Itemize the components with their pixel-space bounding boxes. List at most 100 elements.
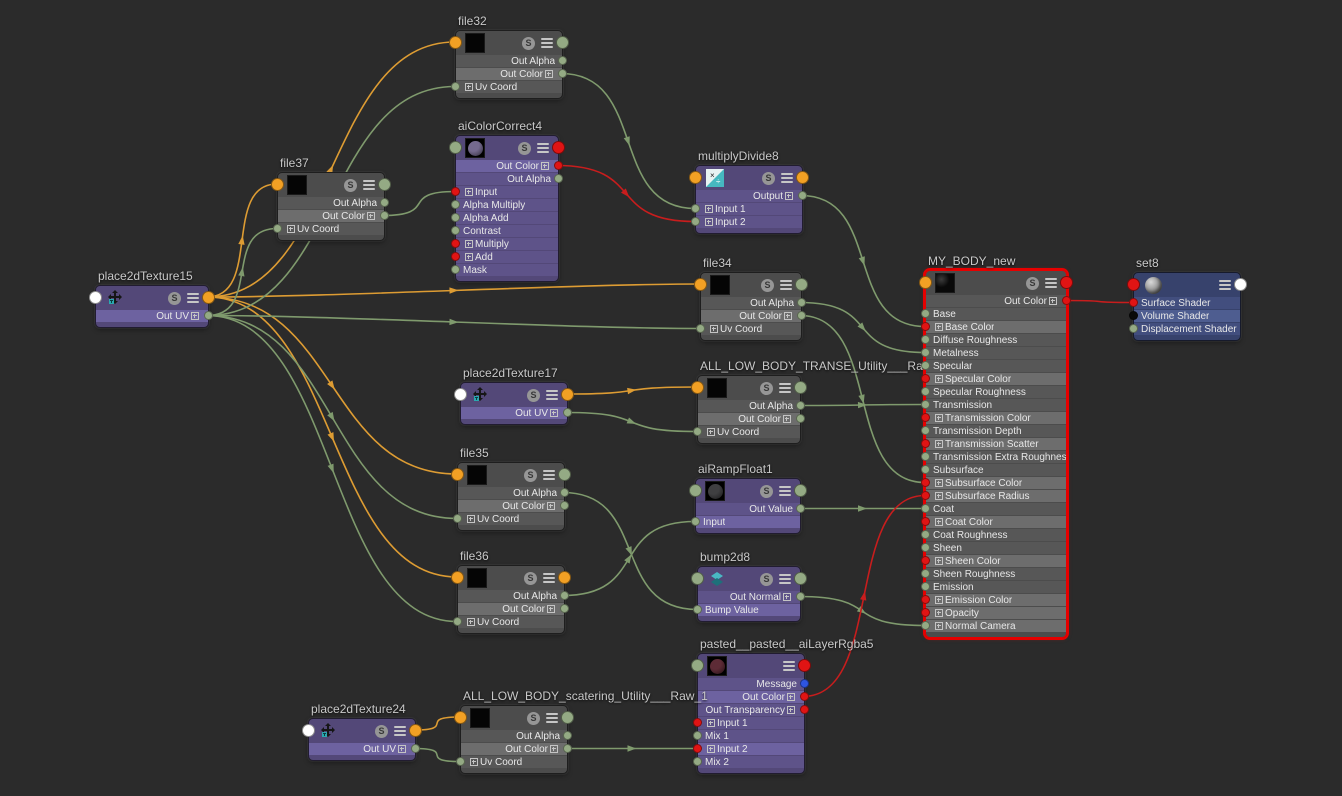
attr-row-uv-coord[interactable]: Uv Coord xyxy=(453,616,564,628)
swatch-toggle-badge[interactable]: S xyxy=(344,178,357,192)
attr-row-out-alpha[interactable]: Out Alpha xyxy=(456,173,563,185)
corner-right-port-green[interactable] xyxy=(561,711,574,724)
attr-row-message[interactable]: Message xyxy=(698,678,809,690)
attribute-display-menu-icon[interactable] xyxy=(546,390,558,400)
port-out-color[interactable] xyxy=(797,311,806,320)
attr-row-multiply[interactable]: Multiply xyxy=(451,238,558,250)
corner-left-port-green[interactable] xyxy=(691,572,704,585)
expand-plus-icon[interactable] xyxy=(935,609,943,617)
attr-row-out-color[interactable]: Out Color xyxy=(698,691,809,703)
swatch-toggle-badge[interactable]: S xyxy=(527,711,540,725)
swatch-toggle-badge[interactable]: S xyxy=(524,571,537,585)
attr-row-metalness[interactable]: Metalness xyxy=(921,347,1066,359)
attr-row-normal-camera[interactable]: Normal Camera xyxy=(921,620,1066,632)
attr-row-output[interactable]: Output xyxy=(696,190,807,202)
standard-surface-swatch[interactable] xyxy=(935,273,955,293)
attr-row-out-alpha[interactable]: Out Alpha xyxy=(461,730,572,742)
port-input[interactable] xyxy=(451,187,460,196)
attr-row-out-color[interactable]: Out Color xyxy=(701,310,806,322)
attr-row-out-alpha[interactable]: Out Alpha xyxy=(701,297,806,309)
port-uv-coord[interactable] xyxy=(456,757,465,766)
corner-left-port-green[interactable] xyxy=(449,141,462,154)
expand-plus-icon[interactable] xyxy=(465,253,473,261)
attribute-display-menu-icon[interactable] xyxy=(394,726,406,736)
port-emission-color[interactable] xyxy=(921,595,930,604)
expand-plus-icon[interactable] xyxy=(550,745,558,753)
expand-plus-icon[interactable] xyxy=(467,618,475,626)
port-uv-coord[interactable] xyxy=(453,617,462,626)
expand-plus-icon[interactable] xyxy=(935,596,943,604)
wire-my-body-new-to-set8[interactable] xyxy=(1064,299,1134,304)
attr-row-out-alpha[interactable]: Out Alpha xyxy=(698,400,805,412)
corner-left-port-orange[interactable] xyxy=(451,571,464,584)
swatch-toggle-badge[interactable]: S xyxy=(375,724,388,738)
attribute-display-menu-icon[interactable] xyxy=(187,293,199,303)
expand-plus-icon[interactable] xyxy=(705,218,713,226)
attr-row-alpha-add[interactable]: Alpha Add xyxy=(451,212,558,224)
attr-row-out-uv[interactable]: Out UV xyxy=(461,407,572,419)
attr-row-transmission-extra-roughness[interactable]: Transmission Extra Roughness xyxy=(921,451,1066,463)
expand-plus-icon[interactable] xyxy=(470,758,478,766)
color-correct-swatch[interactable] xyxy=(465,138,485,158)
expand-plus-icon[interactable] xyxy=(467,515,475,523)
expand-plus-icon[interactable] xyxy=(935,557,943,565)
attribute-display-menu-icon[interactable] xyxy=(543,470,555,480)
port-mix-2[interactable] xyxy=(693,757,702,766)
expand-plus-icon[interactable] xyxy=(787,706,795,714)
place2d-icon[interactable] xyxy=(105,288,125,308)
file-texture-swatch[interactable] xyxy=(707,378,727,398)
port-input[interactable] xyxy=(691,517,700,526)
attribute-display-menu-icon[interactable] xyxy=(537,143,549,153)
attr-row-specular-color[interactable]: Specular Color xyxy=(921,373,1066,385)
file-texture-swatch[interactable] xyxy=(470,708,490,728)
port-out-alpha[interactable] xyxy=(563,731,572,740)
expand-plus-icon[interactable] xyxy=(935,518,943,526)
attr-row-transmission-scatter[interactable]: Transmission Scatter xyxy=(921,438,1066,450)
port-out-alpha[interactable] xyxy=(797,298,806,307)
port-out-color[interactable] xyxy=(554,161,563,170)
corner-left-port-green[interactable] xyxy=(691,659,704,672)
port-subsurface-color[interactable] xyxy=(921,478,930,487)
corner-right-port-red[interactable] xyxy=(1060,276,1073,289)
port-transmission[interactable] xyxy=(921,400,930,409)
expand-plus-icon[interactable] xyxy=(707,719,715,727)
expand-plus-icon[interactable] xyxy=(287,225,295,233)
port-base[interactable] xyxy=(921,309,930,318)
swatch-toggle-badge[interactable]: S xyxy=(524,468,537,482)
corner-left-port-orange[interactable] xyxy=(689,171,702,184)
port-coat-color[interactable] xyxy=(921,517,930,526)
swatch-toggle-badge[interactable]: S xyxy=(1026,276,1039,290)
attr-row-out-uv[interactable]: Out UV xyxy=(96,310,213,322)
port-mix-1[interactable] xyxy=(693,731,702,740)
attr-row-out-uv[interactable]: Out UV xyxy=(309,743,420,755)
attr-row-out-alpha[interactable]: Out Alpha xyxy=(458,590,569,602)
attr-row-sheen[interactable]: Sheen xyxy=(921,542,1066,554)
file-texture-swatch[interactable] xyxy=(710,275,730,295)
port-alpha-add[interactable] xyxy=(451,213,460,222)
port-uv-coord[interactable] xyxy=(453,514,462,523)
attr-row-out-color[interactable]: Out Color xyxy=(926,295,1071,307)
attr-row-out-color[interactable]: Out Color xyxy=(456,160,563,172)
port-input-1[interactable] xyxy=(691,204,700,213)
attr-row-out-alpha[interactable]: Out Alpha xyxy=(458,487,569,499)
attr-row-opacity[interactable]: Opacity xyxy=(921,607,1066,619)
attr-row-contrast[interactable]: Contrast xyxy=(451,225,558,237)
attr-row-coat[interactable]: Coat xyxy=(921,503,1066,515)
port-metalness[interactable] xyxy=(921,348,930,357)
file-texture-swatch[interactable] xyxy=(465,33,485,53)
corner-left-port-orange[interactable] xyxy=(451,468,464,481)
port-out-normal[interactable] xyxy=(796,592,805,601)
attr-row-out-transparency[interactable]: Out Transparency xyxy=(698,704,809,716)
port-displacement-shader[interactable] xyxy=(1129,324,1138,333)
port-out-alpha[interactable] xyxy=(558,56,567,65)
